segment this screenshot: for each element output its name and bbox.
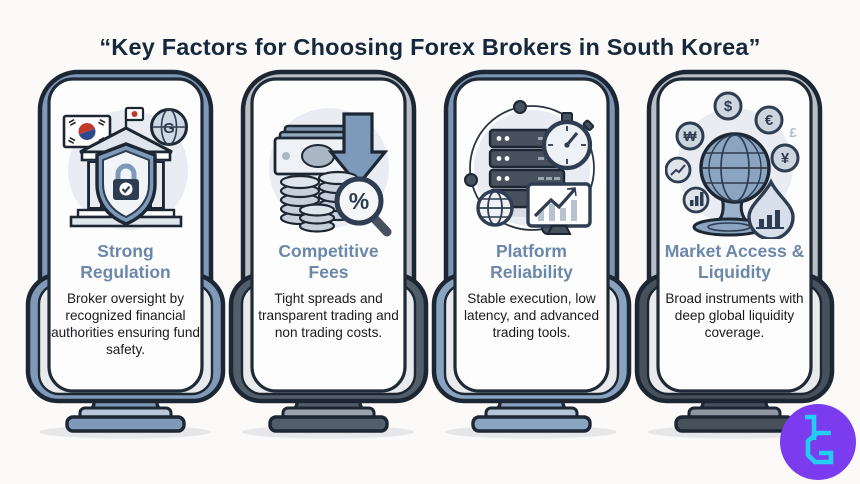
small-globe-icon: [475, 189, 514, 227]
globe-icon: G: [149, 108, 188, 146]
brand-logo: [780, 404, 856, 480]
stopwatch-icon: [541, 112, 594, 171]
page-title: “Key Factors for Choosing Forex Brokers …: [99, 34, 761, 60]
water-drop-icon: [746, 178, 795, 239]
factor-card-platform-reliability: Platform Reliability Stable execution, l…: [430, 69, 633, 445]
currency-badge-won: ₩: [675, 121, 704, 151]
svg-text:€: €: [764, 112, 773, 129]
chart-line-badge: [664, 156, 691, 184]
currency-badge-dollar: $: [713, 91, 742, 121]
card-heading: Competitive Fees: [278, 241, 379, 282]
card-heading: Market Access & Liquidity: [664, 241, 805, 282]
money-arrow-percent-icon: %: [268, 108, 391, 237]
card-content: ₩ $ € ¥ £: [660, 81, 809, 389]
pound-symbol: £: [789, 125, 797, 140]
svg-text:¥: ¥: [780, 150, 789, 167]
card-content: Platform Reliability Stable execution, l…: [457, 81, 606, 389]
trading-monitor-icon: [525, 182, 592, 235]
card-heading: Strong Regulation: [80, 241, 171, 282]
factor-panels: G: [0, 69, 860, 445]
bank-shield-regulation-icon: G: [62, 106, 188, 230]
svg-text:₩: ₩: [683, 128, 697, 144]
currency-badge-euro: €: [754, 105, 783, 135]
card-content: G: [51, 81, 200, 389]
percent-symbol: %: [348, 188, 368, 214]
card-body: Tight spreads and transparent trading an…: [258, 291, 399, 341]
globe-liquidity-icon: ₩ $ € ¥ £: [664, 91, 799, 239]
card-heading: Platform Reliability: [490, 241, 573, 282]
brand-logo-glyph: [805, 414, 834, 465]
currency-badge-yen: ¥: [770, 143, 799, 173]
roof-flag-icon: [124, 106, 144, 128]
factor-card-strong-regulation: G: [24, 69, 227, 445]
server-stopwatch-chart-icon: [463, 100, 595, 235]
down-arrow-icon: [327, 112, 388, 188]
card-body: Broad instruments with deep global liqui…: [665, 291, 804, 341]
percent-magnifier-icon: %: [334, 176, 391, 237]
globe-letter: G: [163, 120, 175, 137]
factor-card-market-access-liquidity: ₩ $ € ¥ £: [633, 69, 836, 445]
card-body: Stable execution, low latency, and advan…: [463, 291, 600, 341]
bar-chart-badge: [682, 186, 709, 214]
card-body: Broker oversight by recognized financial…: [51, 291, 200, 358]
card-content: % Competitive Fees Tight spreads and tra…: [254, 81, 403, 389]
svg-text:$: $: [723, 98, 732, 115]
factor-card-competitive-fees: % Competitive Fees Tight spreads and tra…: [227, 69, 430, 445]
shield-lock-icon: [94, 142, 157, 226]
